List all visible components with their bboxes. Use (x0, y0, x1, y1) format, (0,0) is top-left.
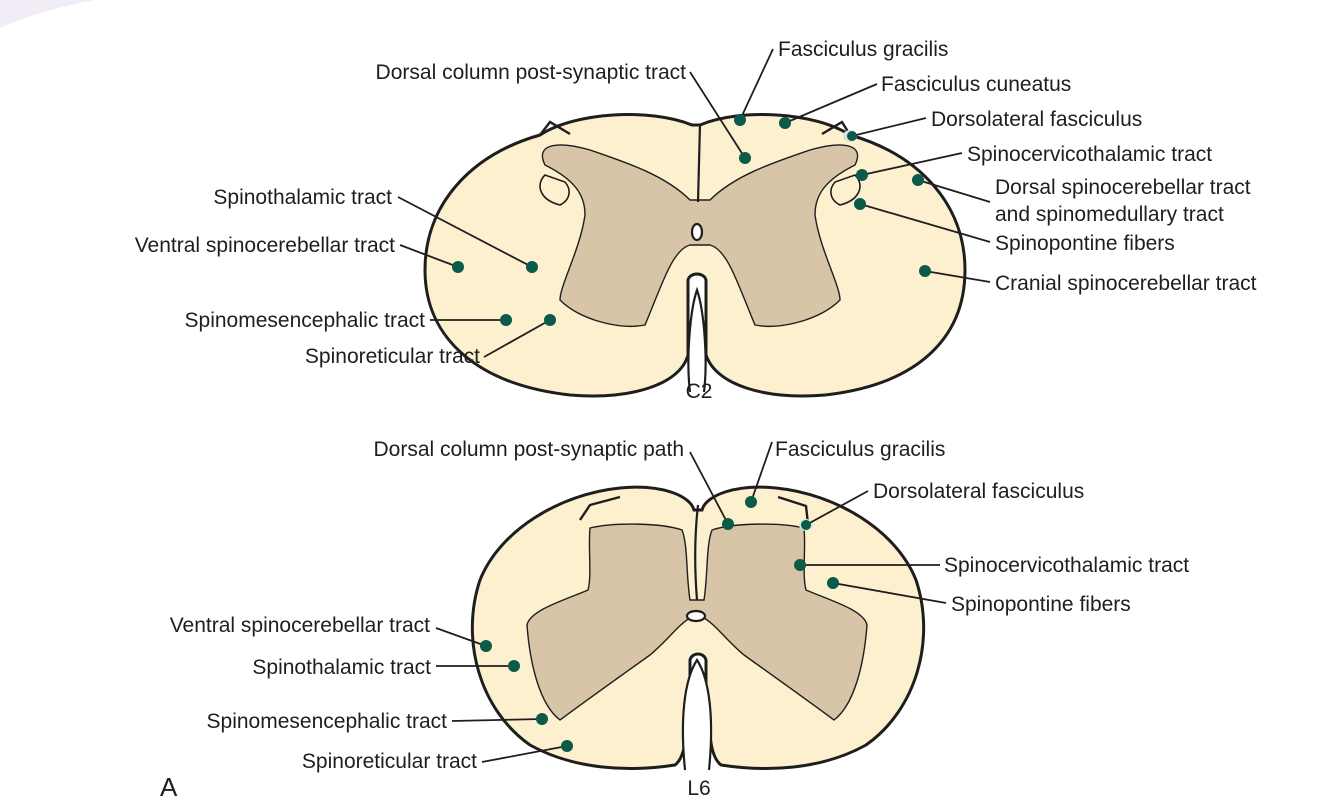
c2-label-dorsal-spinocerebellar-line2: and spinomedullary tract (995, 203, 1224, 226)
c2-marker-spinoreticular (544, 314, 556, 326)
c2-central-canal (690, 222, 704, 242)
panel-letter: A (160, 772, 178, 800)
l6-tract-markers (480, 496, 839, 752)
l6-marker-spinocervicothalamic (794, 559, 806, 571)
l6-label-spinomesencephalic: Spinomesencephalic tract (207, 710, 448, 733)
l6-ventral-fissure (681, 657, 713, 771)
c2-tract-markers (452, 114, 931, 326)
c2-right-horn-tip (830, 174, 861, 206)
l6-marker-dorsal-column-postsynaptic (722, 518, 734, 530)
c2-labels: Fasciculus gracilis Dorsal column post-s… (135, 38, 1257, 403)
c2-label-spinopontine: Spinopontine fibers (995, 232, 1175, 255)
l6-dorsal-median-septum (694, 504, 700, 601)
c2-leader-lines (397, 48, 991, 358)
l6-label-spinopontine: Spinopontine fibers (951, 593, 1131, 616)
c2-left-root-notch (539, 120, 571, 136)
c2-marker-spinopontine (854, 198, 866, 210)
c2-label-spinomesencephalic: Spinomesencephalic tract (185, 309, 426, 332)
l6-label-dorsolateral-fasciculus: Dorsolateral fasciculus (873, 480, 1084, 503)
c2-label-ventral-spinocerebellar: Ventral spinocerebellar tract (135, 234, 395, 257)
c2-marker-dorsal-spinocerebellar (912, 174, 924, 186)
c2-label-dorsal-column-postsynaptic: Dorsal column post-synaptic tract (376, 61, 687, 84)
l6-right-root-notch (777, 495, 810, 525)
l6-label-dorsal-column-postsynaptic: Dorsal column post-synaptic path (374, 438, 684, 461)
l6-marker-spinopontine (827, 577, 839, 589)
l6-marker-spinoreticular (561, 740, 573, 752)
c2-label-spinocervicothalamic: Spinocervicothalamic tract (967, 143, 1212, 166)
l6-level-label: L6 (687, 777, 710, 800)
c2-label-dorsolateral-fasciculus: Dorsolateral fasciculus (931, 108, 1142, 131)
c2-label-cranial-spinocerebellar: Cranial spinocerebellar tract (995, 272, 1257, 295)
l6-labels: Dorsal column post-synaptic path Fascicu… (170, 438, 1190, 800)
l6-label-fasciculus-gracilis: Fasciculus gracilis (775, 438, 945, 461)
c2-label-spinothalamic: Spinothalamic tract (213, 186, 392, 209)
l6-label-ventral-spinocerebellar: Ventral spinocerebellar tract (170, 614, 430, 637)
c2-marker-dorsolateral-fasciculus (847, 131, 857, 141)
section-l6: Dorsal column post-synaptic path Fascicu… (170, 438, 1190, 800)
l6-marker-spinothalamic (508, 660, 520, 672)
l6-label-spinothalamic: Spinothalamic tract (252, 656, 431, 679)
l6-marker-fasciculus-gracilis (745, 496, 757, 508)
c2-label-fasciculus-cuneatus: Fasciculus cuneatus (881, 73, 1071, 96)
section-c2: Fasciculus gracilis Dorsal column post-s… (135, 38, 1257, 403)
c2-label-fasciculus-gracilis: Fasciculus gracilis (778, 38, 948, 61)
c2-marker-fasciculus-cuneatus (779, 117, 791, 129)
c2-marker-ventral-spinocerebellar (452, 261, 464, 273)
c2-marker-spinothalamic (526, 261, 538, 273)
l6-marker-spinomesencephalic (536, 713, 548, 725)
c2-left-horn-tip (539, 174, 570, 206)
c2-label-spinoreticular: Spinoreticular tract (305, 345, 480, 368)
c2-label-dorsal-spinocerebellar-line1: Dorsal spinocerebellar tract (995, 176, 1251, 199)
l6-leader-lines (435, 441, 947, 763)
l6-label-spinoreticular: Spinoreticular tract (302, 750, 477, 773)
c2-marker-spinocervicothalamic (856, 169, 868, 181)
c2-marker-dorsal-column-postsynaptic (739, 152, 751, 164)
c2-ventral-fissure (687, 286, 707, 393)
c2-marker-cranial-spinocerebellar (919, 265, 931, 277)
c2-marker-spinomesencephalic (500, 314, 512, 326)
corner-decoration (0, 0, 95, 28)
l6-label-spinocervicothalamic: Spinocervicothalamic tract (944, 554, 1189, 577)
c2-marker-fasciculus-gracilis (734, 114, 746, 126)
l6-left-root-notch (579, 495, 621, 521)
l6-marker-dorsolateral-fasciculus (801, 520, 811, 530)
l6-marker-ventral-spinocerebellar (480, 640, 492, 652)
l6-central-canal (685, 609, 707, 623)
c2-level-label: C2 (686, 380, 713, 403)
c2-dorsal-median-septum (696, 123, 702, 203)
